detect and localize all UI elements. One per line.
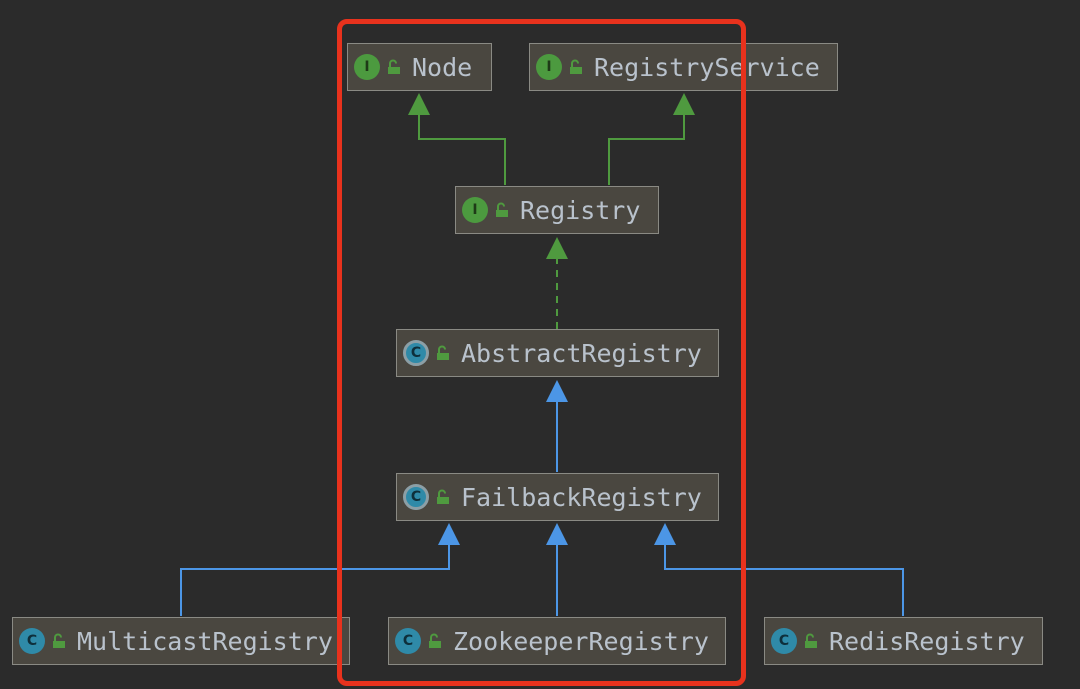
unlocked-icon (53, 633, 65, 648)
node-label: AbstractRegistry (461, 338, 702, 368)
arrowhead-node (408, 93, 430, 115)
edge-registry-to-registryservice (608, 115, 685, 185)
unlocked-icon (429, 633, 441, 648)
node-abstractregistry[interactable]: C AbstractRegistry (396, 329, 719, 377)
abstract-class-icon: C (403, 484, 429, 510)
unlocked-icon (388, 59, 400, 74)
arrowhead-failback-left (438, 523, 460, 545)
abstract-class-icon: C (403, 340, 429, 366)
interface-icon: I (354, 54, 380, 80)
node-failbackregistry[interactable]: C FailbackRegistry (396, 473, 719, 521)
highlight-box (337, 19, 746, 686)
class-icon: C (19, 628, 45, 654)
class-icon: C (395, 628, 421, 654)
arrowhead-failback-right (654, 523, 676, 545)
edge-redis-to-failback (664, 545, 904, 616)
interface-icon: I (536, 54, 562, 80)
interface-icon: I (462, 197, 488, 223)
arrowhead-registryservice (673, 93, 695, 115)
node-label: RedisRegistry (829, 626, 1025, 656)
node-label: Node (412, 52, 473, 82)
unlocked-icon (437, 489, 449, 504)
edge-registry-to-node (418, 115, 506, 185)
unlocked-icon (805, 633, 817, 648)
arrowhead-registry (546, 237, 568, 259)
edge-multicast-to-failback (180, 545, 450, 616)
node-node[interactable]: I Node (347, 43, 492, 91)
class-icon: C (771, 628, 797, 654)
node-label: ZookeeperRegistry (453, 626, 709, 656)
unlocked-icon (496, 202, 508, 217)
node-multicastregistry[interactable]: C MulticastRegistry (12, 617, 350, 665)
unlocked-icon (570, 59, 582, 74)
node-zookeeperregistry[interactable]: C ZookeeperRegistry (388, 617, 726, 665)
node-registryservice[interactable]: I RegistryService (529, 43, 838, 91)
node-label: RegistryService (594, 52, 820, 82)
node-redisregistry[interactable]: C RedisRegistry (764, 617, 1043, 665)
node-label: Registry (520, 195, 641, 225)
arrowhead-abstractregistry (546, 380, 568, 402)
unlocked-icon (437, 345, 449, 360)
node-label: MulticastRegistry (77, 626, 333, 656)
arrowhead-failback-center (546, 523, 568, 545)
node-label: FailbackRegistry (461, 482, 702, 512)
node-registry[interactable]: I Registry (455, 186, 659, 234)
